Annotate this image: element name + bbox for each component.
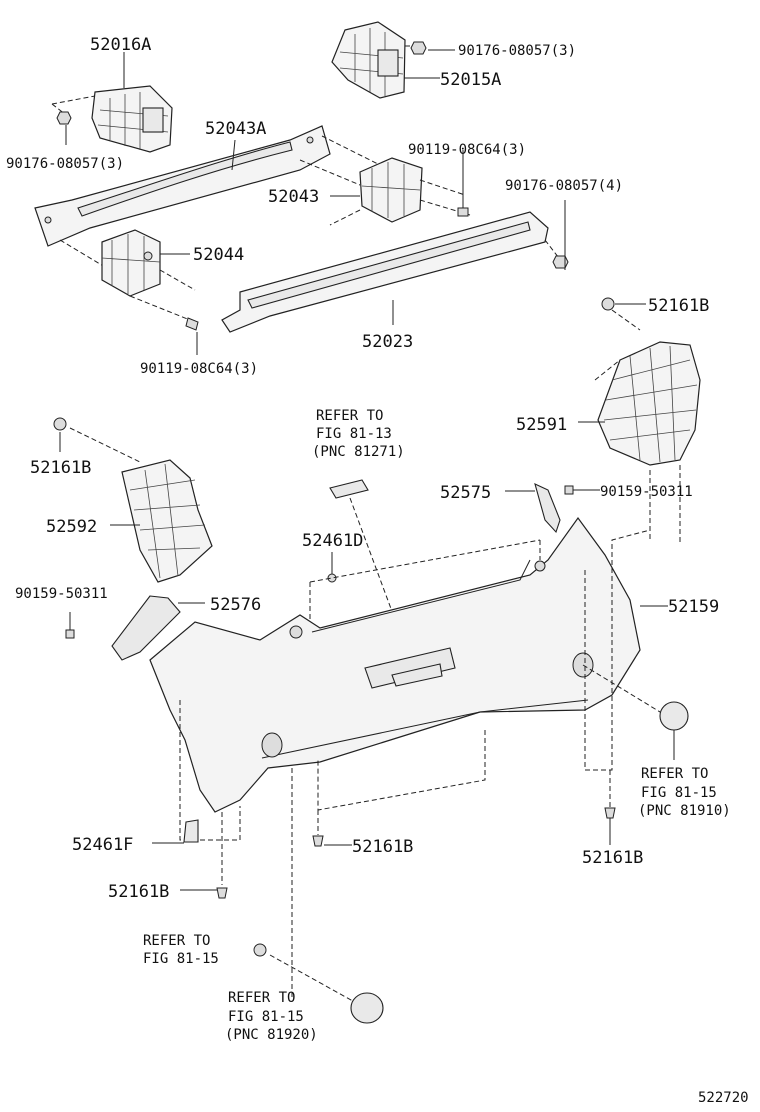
bracket-52043 xyxy=(329,157,471,226)
nut-bottom-left xyxy=(253,943,267,957)
license-lamp xyxy=(329,479,411,661)
label-90176-08057-left: 90176-08057(3) xyxy=(6,156,124,172)
screw-right xyxy=(564,485,574,495)
label-90159-50311-left: 90159-50311 xyxy=(15,586,108,602)
bumper-cover-52159 xyxy=(149,516,641,813)
guide-lines xyxy=(179,529,666,1006)
bracket-52044 xyxy=(101,229,196,321)
nut-top xyxy=(410,41,427,55)
label-52161b-d: 52161B xyxy=(352,837,413,857)
reference-fig-81-15-bottom: REFER TO FIG 81-15 (PNC 81920) xyxy=(225,990,318,1043)
bracket-52576 xyxy=(111,595,181,661)
clip-bottom-left xyxy=(216,887,228,899)
reinforcement-52043a xyxy=(34,125,381,271)
nut-left xyxy=(56,111,72,125)
svg-text:FIG 81-15: FIG 81-15 xyxy=(143,951,219,967)
svg-text:(PNC 81271): (PNC 81271) xyxy=(312,444,405,460)
cap-right xyxy=(659,701,689,731)
label-52043: 52043 xyxy=(268,187,319,207)
clip-52461f xyxy=(183,819,199,843)
label-90159-50311-right: 90159-50311 xyxy=(600,484,693,500)
label-52043a: 52043A xyxy=(205,119,266,139)
label-52461f: 52461F xyxy=(72,835,133,855)
reference-fig-81-13: REFER TO FIG 81-13 (PNC 81271) xyxy=(312,408,405,460)
label-90176-08057-top: 90176-08057(3) xyxy=(458,43,576,59)
panel-52591 xyxy=(594,309,701,545)
bracket-52015a xyxy=(331,21,418,99)
clip-52161b-left xyxy=(53,417,67,431)
bolt-top-right xyxy=(457,150,469,217)
nut-right xyxy=(552,255,569,269)
svg-text:REFER TO: REFER TO xyxy=(228,990,295,1006)
label-52159: 52159 xyxy=(668,597,719,617)
label-52461d: 52461D xyxy=(302,531,363,551)
label-52161b-c: 52161B xyxy=(108,882,169,902)
clip-bottom-right xyxy=(604,807,616,819)
label-52044: 52044 xyxy=(193,245,244,265)
reference-fig-81-15-left: REFER TO FIG 81-15 xyxy=(143,933,219,967)
diagram-id: 522720 xyxy=(698,1090,749,1106)
svg-text:(PNC 81910): (PNC 81910) xyxy=(638,803,731,819)
svg-text:REFER TO: REFER TO xyxy=(143,933,210,949)
label-52592: 52592 xyxy=(46,517,97,537)
screw-left xyxy=(65,629,75,639)
bolt-bottom-left xyxy=(185,317,199,331)
leader-lines xyxy=(59,49,675,891)
label-90119-08c64-bottom: 90119-08C64(3) xyxy=(140,361,258,377)
bracket-52575 xyxy=(534,483,561,534)
svg-text:REFER TO: REFER TO xyxy=(316,408,383,424)
label-90119-08c64-top: 90119-08C64(3) xyxy=(408,142,526,158)
label-52161b-e: 52161B xyxy=(582,848,643,868)
label-52016a: 52016A xyxy=(90,35,151,55)
svg-text:(PNC 81920): (PNC 81920) xyxy=(225,1027,318,1043)
svg-text:FIG 81-15: FIG 81-15 xyxy=(228,1009,304,1025)
label-52023: 52023 xyxy=(362,332,413,352)
panel-52592 xyxy=(69,427,213,583)
label-90176-08057-right: 90176-08057(4) xyxy=(505,178,623,194)
label-52161b-b: 52161B xyxy=(30,458,91,478)
clip-52461d xyxy=(309,539,541,640)
bumper-reinforcement-52023 xyxy=(221,211,563,333)
label-52575: 52575 xyxy=(440,483,491,503)
svg-text:REFER TO: REFER TO xyxy=(641,766,708,782)
label-52015a: 52015A xyxy=(440,70,501,90)
label-52576: 52576 xyxy=(210,595,261,615)
bracket-52016a xyxy=(51,85,173,153)
reference-fig-81-15-right: REFER TO FIG 81-15 (PNC 81910) xyxy=(638,766,731,819)
svg-text:FIG 81-13: FIG 81-13 xyxy=(316,426,392,442)
label-52591: 52591 xyxy=(516,415,567,435)
clip-bottom-center xyxy=(312,835,324,847)
label-52161b-a: 52161B xyxy=(648,296,709,316)
svg-text:FIG 81-15: FIG 81-15 xyxy=(641,785,717,801)
clip-52161b-top xyxy=(601,297,615,311)
cap-bottom xyxy=(350,992,384,1024)
